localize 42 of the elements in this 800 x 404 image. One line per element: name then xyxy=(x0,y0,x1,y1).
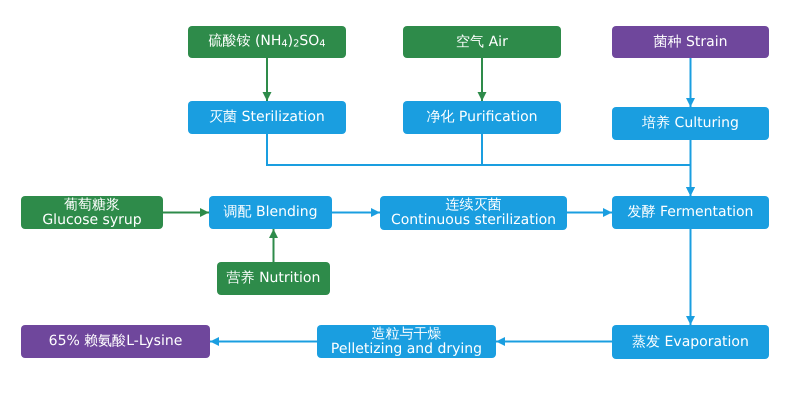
box-label: 葡萄糖浆 xyxy=(64,198,120,212)
box-label: 菌种 Strain xyxy=(654,34,728,50)
box-label: 灭菌 Sterilization xyxy=(209,110,325,125)
box-label: Continuous sterilization xyxy=(390,213,556,228)
process-box xyxy=(209,196,332,229)
process-box xyxy=(612,26,769,58)
process-box xyxy=(188,101,346,134)
box-label: 发酵 Fermentation xyxy=(628,205,754,220)
box-label: 65% 赖氨酸L-Lysine xyxy=(48,334,182,349)
process-box xyxy=(612,325,769,359)
box-label: 营养 Nutrition xyxy=(226,271,320,286)
arrow xyxy=(686,58,695,107)
box-label: 蒸发 Evaporation xyxy=(632,334,749,350)
arrow xyxy=(478,58,486,101)
arrow xyxy=(686,140,695,196)
arrow xyxy=(210,337,317,346)
box-label: 调配 Blending xyxy=(224,205,318,220)
box-label: Glucose syrup xyxy=(42,212,142,228)
process-box xyxy=(217,262,330,295)
process-box xyxy=(403,101,561,134)
arrow xyxy=(686,229,695,325)
arrow xyxy=(269,229,278,262)
box-label: 净化 Purification xyxy=(426,110,538,125)
box-label: 培养 Culturing xyxy=(642,116,739,131)
process-box xyxy=(21,325,210,358)
arrow xyxy=(496,337,612,346)
arrow xyxy=(567,208,612,217)
arrow xyxy=(332,208,380,217)
process-box xyxy=(612,196,769,229)
arrow xyxy=(163,208,209,217)
box-label: 连续灭菌 xyxy=(446,198,502,213)
process-box xyxy=(612,107,769,140)
box-label: 造粒与干燥 xyxy=(372,326,442,342)
process-box xyxy=(403,26,561,58)
process-box xyxy=(21,196,163,229)
process-box xyxy=(380,196,567,230)
process-box xyxy=(317,325,496,358)
box-label: 空气 Air xyxy=(456,34,508,50)
box-label: 硫酸铵 (NH$_{4}$)$_{2}$SO$_{4}$ xyxy=(208,34,326,50)
process-box xyxy=(188,26,346,58)
box-label: Pelletizing and drying xyxy=(330,342,482,356)
arrow xyxy=(262,58,272,101)
